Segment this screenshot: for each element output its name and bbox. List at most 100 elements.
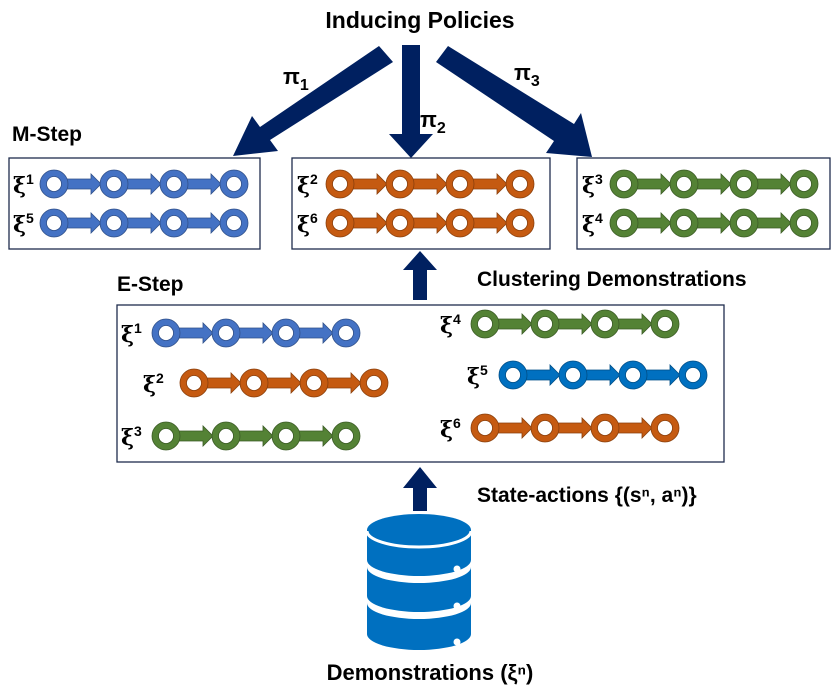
- state-node: [159, 169, 189, 199]
- policy-label-2: π2: [420, 107, 446, 137]
- state-node: [99, 169, 129, 199]
- transition-arrow: [238, 322, 274, 344]
- transition-arrow: [617, 313, 653, 335]
- transition-arrow: [352, 173, 388, 195]
- state-node: [678, 360, 708, 390]
- m-step-cluster-box-3: [576, 157, 831, 250]
- transition-arrow: [497, 313, 533, 335]
- trajectory: ξ1: [13, 169, 249, 199]
- transition-arrow: [645, 364, 681, 386]
- trajectory-label: ξ1: [13, 171, 34, 199]
- m-step-label: M-Step: [12, 123, 82, 146]
- m-step-cluster-box-2: [291, 157, 551, 250]
- state-node: [179, 368, 209, 398]
- trajectory: ξ2: [143, 368, 389, 398]
- state-node: [151, 421, 181, 451]
- policy-arrow-3: [436, 46, 592, 157]
- state-node: [331, 318, 361, 348]
- trajectory: ξ3: [582, 169, 819, 199]
- state-node: [470, 413, 500, 443]
- transition-arrow: [756, 173, 792, 195]
- state-node: [325, 169, 355, 199]
- transition-arrow: [696, 173, 732, 195]
- trajectory: ξ4: [440, 309, 680, 339]
- state-node: [505, 208, 535, 238]
- transition-arrow: [636, 212, 672, 234]
- transition-arrow: [696, 212, 732, 234]
- state-node: [650, 309, 680, 339]
- trajectory-label: ξ3: [582, 171, 603, 199]
- transition-arrow: [525, 364, 561, 386]
- state-node: [99, 208, 129, 238]
- state-node: [359, 368, 389, 398]
- trajectory-label: ξ2: [143, 370, 164, 398]
- state-node: [590, 413, 620, 443]
- trajectory: ξ6: [297, 208, 535, 238]
- transition-arrow: [66, 212, 102, 234]
- transition-arrow: [126, 173, 162, 195]
- state-node: [39, 208, 69, 238]
- state-node: [325, 208, 355, 238]
- transition-arrow: [557, 313, 593, 335]
- state-node: [789, 208, 819, 238]
- state-node: [729, 208, 759, 238]
- state-node: [650, 413, 680, 443]
- trajectory: ξ3: [121, 421, 361, 451]
- state-node: [669, 208, 699, 238]
- state-node: [530, 309, 560, 339]
- state-node: [39, 169, 69, 199]
- state-node: [331, 421, 361, 451]
- database-label: Demonstrations (ξⁿ): [327, 660, 534, 685]
- state-node: [211, 318, 241, 348]
- state-node: [729, 169, 759, 199]
- state-node: [445, 169, 475, 199]
- transition-arrow: [636, 173, 672, 195]
- state-node: [505, 169, 535, 199]
- transition-arrow: [557, 417, 593, 439]
- transition-arrow: [266, 372, 302, 394]
- transition-arrow: [617, 417, 653, 439]
- state-node: [498, 360, 528, 390]
- trajectory-label: ξ6: [440, 415, 461, 443]
- trajectory-label: ξ1: [121, 320, 142, 348]
- transition-arrow: [326, 372, 362, 394]
- state-node: [219, 169, 249, 199]
- transition-arrow: [178, 322, 214, 344]
- transition-arrow: [66, 173, 102, 195]
- transition-arrow: [178, 425, 214, 447]
- transition-arrow: [412, 212, 448, 234]
- transition-arrow: [206, 372, 242, 394]
- state-node: [211, 421, 241, 451]
- transition-arrow: [238, 425, 274, 447]
- state-node: [385, 208, 415, 238]
- state-node: [618, 360, 648, 390]
- trajectory-label: ξ4: [582, 210, 603, 238]
- state-node: [151, 318, 181, 348]
- transition-arrow: [412, 173, 448, 195]
- clustering-label: Clustering Demonstrations: [477, 268, 747, 291]
- trajectory: ξ2: [297, 169, 535, 199]
- trajectory-label: ξ5: [13, 210, 34, 238]
- trajectory-label: ξ2: [297, 171, 318, 199]
- trajectory-label: ξ5: [467, 362, 488, 390]
- transition-arrow: [352, 212, 388, 234]
- state-node: [299, 368, 329, 398]
- state-node: [271, 421, 301, 451]
- transition-arrow: [126, 212, 162, 234]
- state-node: [590, 309, 620, 339]
- clustering-arrow: [403, 251, 437, 300]
- transition-arrow: [298, 322, 334, 344]
- state-node: [789, 169, 819, 199]
- e-step-label: E-Step: [117, 273, 184, 296]
- state-node: [609, 208, 639, 238]
- database-icon: [365, 514, 473, 650]
- state-node: [445, 208, 475, 238]
- transition-arrow: [585, 364, 621, 386]
- state-node: [558, 360, 588, 390]
- transition-arrow: [756, 212, 792, 234]
- trajectory-label: ξ4: [440, 311, 461, 339]
- state-node: [159, 208, 189, 238]
- state-node: [239, 368, 269, 398]
- transition-arrow: [472, 212, 508, 234]
- trajectory: ξ1: [121, 318, 361, 348]
